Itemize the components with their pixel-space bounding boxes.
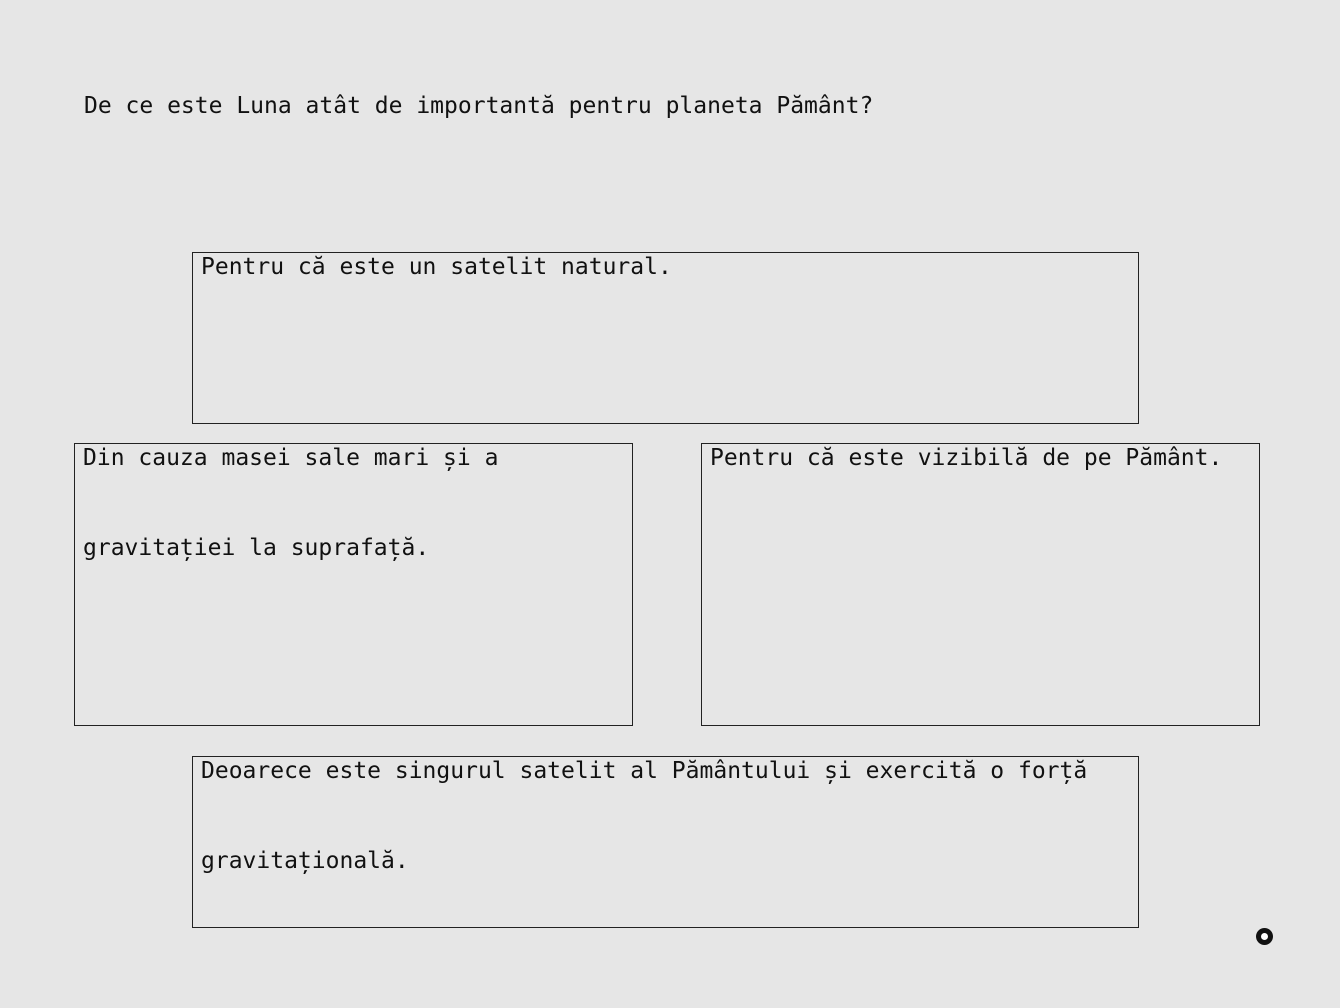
answer-option-1[interactable]: Pentru că este un satelit natural.: [192, 252, 1139, 424]
answer-option-3[interactable]: Pentru că este vizibilă de pe Pământ.: [701, 443, 1260, 726]
answer-option-3-text: Pentru că este vizibilă de pe Pământ.: [710, 445, 1223, 471]
answer-option-2[interactable]: Din cauza masei sale mari și a gravitați…: [74, 443, 633, 726]
question-text: De ce este Luna atât de importantă pentr…: [84, 93, 874, 119]
answer-option-4-text: Deoarece este singurul satelit al Pământ…: [201, 758, 1088, 874]
radio-circle-icon[interactable]: [1256, 928, 1273, 945]
radio-center-dot: [1261, 933, 1268, 940]
answer-option-1-text: Pentru că este un satelit natural.: [201, 254, 672, 280]
answer-option-2-text: Din cauza masei sale mari și a gravitați…: [83, 445, 499, 561]
answer-option-4[interactable]: Deoarece este singurul satelit al Pământ…: [192, 756, 1139, 928]
